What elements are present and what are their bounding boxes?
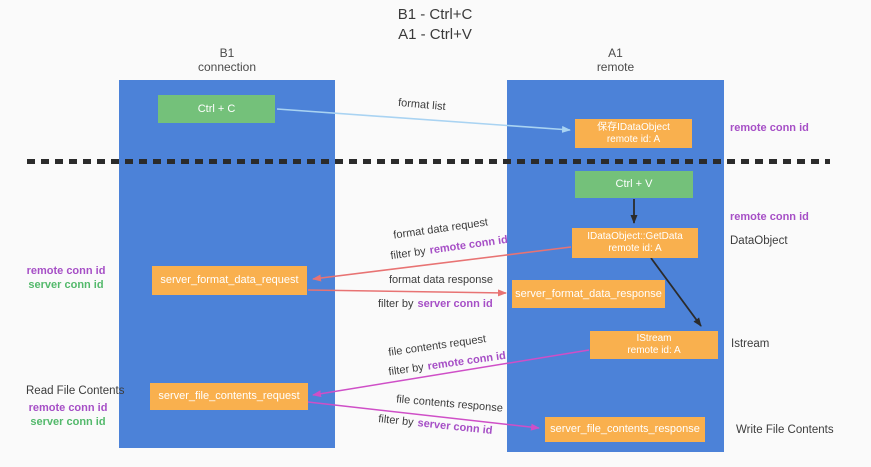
server-file-contents-response-label: server_file_contents_response	[550, 423, 700, 435]
left-conn-id-group-2: remote conn id server conn id	[26, 401, 110, 429]
left-column-name: B1	[219, 46, 235, 60]
server-file-contents-request-label: server_file_contents_request	[158, 390, 300, 402]
title-line-1: B1 - Ctrl+C	[397, 6, 473, 23]
server-format-data-request-node: server_format_data_request	[152, 266, 307, 295]
ctrl-v-node: Ctrl + V	[575, 171, 693, 198]
filter-by-text: filter by	[389, 245, 427, 263]
remote-conn-id-text: remote conn id	[428, 233, 509, 257]
getdata-node: IDataObject::GetData remote id: A	[572, 228, 698, 258]
right-column-header: A1 remote	[507, 46, 724, 74]
save-dataobject-line2: remote id: A	[606, 133, 661, 145]
format-list-label: format list	[397, 96, 447, 114]
write-file-contents-annotation: Write File Contents	[736, 424, 834, 436]
server-conn-id-text: server conn id	[417, 298, 493, 310]
getdata-line1: IDataObject::GetData	[587, 231, 683, 242]
istream-line1: IStream	[636, 333, 672, 344]
left-column-header: B1 connection	[119, 46, 335, 74]
remote-conn-id-text: remote conn id	[426, 349, 507, 373]
server-conn-id-annotation-left-2: server conn id	[30, 416, 106, 428]
server-conn-id-text: server conn id	[416, 417, 493, 437]
remote-conn-id-annotation-top: remote conn id	[730, 122, 809, 134]
filter-by-text: filter by	[378, 298, 414, 310]
phase-separator-dashed-line	[27, 159, 830, 164]
remote-conn-id-annotation-left-1: remote conn id	[26, 265, 106, 277]
remote-conn-id-annotation-mid: remote conn id	[730, 211, 809, 223]
format-data-response-arrow	[307, 289, 507, 297]
right-column-name: A1	[608, 46, 623, 60]
title-line-2: A1 - Ctrl+V	[398, 26, 472, 43]
filter-by-text: filter by	[377, 413, 415, 429]
server-format-data-response-node: server_format_data_response	[512, 280, 665, 308]
ctrl-c-label: Ctrl + C	[197, 102, 236, 115]
save-dataobject-node: 保存IDataObject remote id: A	[575, 119, 692, 148]
server-file-contents-response-node: server_file_contents_response	[545, 417, 705, 442]
save-dataobject-line1: 保存IDataObject	[597, 121, 670, 133]
file-contents-response-label: file contents response	[395, 393, 504, 415]
istream-line2: remote id: A	[627, 345, 681, 356]
ctrl-c-node: Ctrl + C	[158, 95, 275, 123]
getdata-line2: remote id: A	[608, 243, 662, 254]
right-column-role: remote	[596, 60, 635, 74]
format-data-response-label: format data response	[389, 274, 493, 286]
remote-conn-id-annotation-left-2: remote conn id	[28, 402, 108, 414]
server-conn-id-annotation-left-1: server conn id	[28, 279, 104, 291]
left-conn-id-group-1: remote conn id server conn id	[24, 264, 108, 292]
dataobject-annotation: DataObject	[730, 235, 788, 247]
read-file-contents-annotation: Read File Contents	[26, 385, 125, 397]
istream-node: IStream remote id: A	[590, 331, 718, 359]
filter-by-text: filter by	[387, 361, 425, 379]
server-file-contents-request-node: server_file_contents_request	[150, 383, 308, 410]
istream-annotation: Istream	[731, 338, 770, 350]
left-column-role: connection	[197, 60, 257, 74]
ctrl-v-label: Ctrl + V	[615, 178, 653, 190]
server-format-data-response-label: server_format_data_response	[515, 287, 662, 300]
diagram-title: B1 - Ctrl+C A1 - Ctrl+V	[330, 5, 540, 45]
server-format-data-request-label: server_format_data_request	[160, 274, 299, 286]
